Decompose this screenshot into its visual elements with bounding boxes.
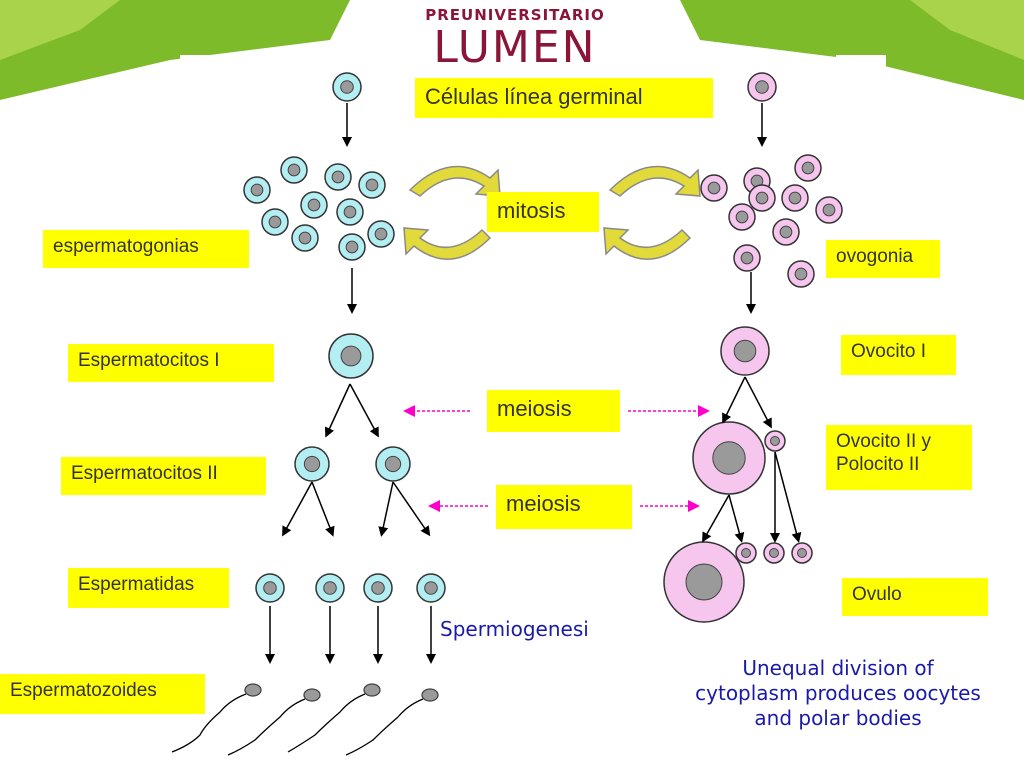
secondary-spermatocyte xyxy=(375,446,411,482)
spermatozoon xyxy=(227,688,321,756)
spermatid xyxy=(363,573,393,603)
secondary-spermatocyte xyxy=(294,446,330,482)
cycle-arrow-right-bottom xyxy=(603,227,692,260)
arrow-male-4a xyxy=(282,481,313,537)
arrow-male-4b xyxy=(311,481,335,537)
spermatogonium xyxy=(300,191,328,219)
spermatogonium xyxy=(338,233,366,261)
oogonium xyxy=(700,174,728,202)
spermatogonium xyxy=(261,208,289,236)
label-ovogonia: ovogonia xyxy=(826,240,940,278)
oogonium xyxy=(733,244,761,272)
arrow-male-3a xyxy=(324,383,351,438)
spermatozoon xyxy=(345,688,439,756)
arrow-female-3a xyxy=(722,376,746,424)
arrow-female-4d xyxy=(774,451,802,543)
spermatozoa xyxy=(171,683,439,756)
arrow-female-4a xyxy=(702,494,730,543)
label-espermatogonias: espermatogonias xyxy=(43,230,249,268)
polar-body xyxy=(791,542,813,564)
spermatogonium xyxy=(367,220,395,248)
spermatogonium xyxy=(291,224,319,252)
label-ovocito-1: Ovocito I xyxy=(841,335,956,375)
spermatogonium xyxy=(336,198,364,226)
header-banner xyxy=(0,0,1024,100)
label-germinal: Células línea germinal xyxy=(415,78,713,118)
label-espermatidas: Espermatidas xyxy=(68,568,229,608)
egg-line-top-cell xyxy=(747,72,777,102)
cycle-arrow-left-bottom xyxy=(403,227,492,260)
arrow-male-3b xyxy=(349,383,379,438)
oogonium xyxy=(815,196,843,224)
spermatozoon xyxy=(287,683,381,753)
spermatid xyxy=(315,573,345,603)
label-meiosis-1: meiosis xyxy=(487,390,620,432)
spermatogonium xyxy=(280,156,308,184)
sperm-line-top-cell xyxy=(332,72,362,102)
polar-body-1 xyxy=(764,430,786,452)
label-mitosis: mitosis xyxy=(487,192,599,232)
logo: PREUNIVERSITARIO LUMEN xyxy=(420,6,610,70)
spermatogonium xyxy=(324,163,352,191)
oogonium xyxy=(728,203,756,231)
secondary-oocyte xyxy=(692,421,766,495)
logo-top-text: PREUNIVERSITARIO xyxy=(425,6,605,24)
cycle-arrow-right-top xyxy=(608,165,701,197)
unequal-division-text: Unequal division of cytoplasm produces o… xyxy=(695,656,981,730)
polar-body xyxy=(735,542,757,564)
spermatogonium xyxy=(243,176,271,204)
oogonium xyxy=(772,218,800,246)
primary-spermatocyte xyxy=(328,333,374,379)
label-ovocito-2: Ovocito II y Polocito II xyxy=(826,425,972,490)
oogonium xyxy=(787,260,815,288)
label-espermatozoides: Espermatozoides xyxy=(0,674,205,714)
label-meiosis-2: meiosis xyxy=(496,485,632,529)
label-ovulo: Ovulo xyxy=(842,578,988,616)
arrow-male-4d xyxy=(392,481,431,537)
label-espermatocitos-1: Espermatocitos I xyxy=(68,344,274,382)
spermiogenesis-text: Spermiogenesi xyxy=(440,617,589,641)
spermatozoon xyxy=(171,683,262,753)
label-espermatocitos-2: Espermatocitos II xyxy=(61,457,266,495)
oogonium xyxy=(781,184,809,212)
oogonium xyxy=(748,184,776,212)
arrow-male-4c xyxy=(378,481,394,537)
meiosis-arrows xyxy=(403,405,710,512)
oogonium xyxy=(794,154,822,182)
primary-oocyte xyxy=(720,326,770,376)
logo-main-text: LUMEN xyxy=(433,22,597,73)
spermatid xyxy=(255,573,285,603)
spermatid xyxy=(416,573,446,603)
ovum xyxy=(663,541,745,623)
arrow-female-3b xyxy=(744,376,772,429)
polar-body xyxy=(763,542,785,564)
spermatogonium xyxy=(358,171,386,199)
arrow-female-4b xyxy=(728,494,745,543)
